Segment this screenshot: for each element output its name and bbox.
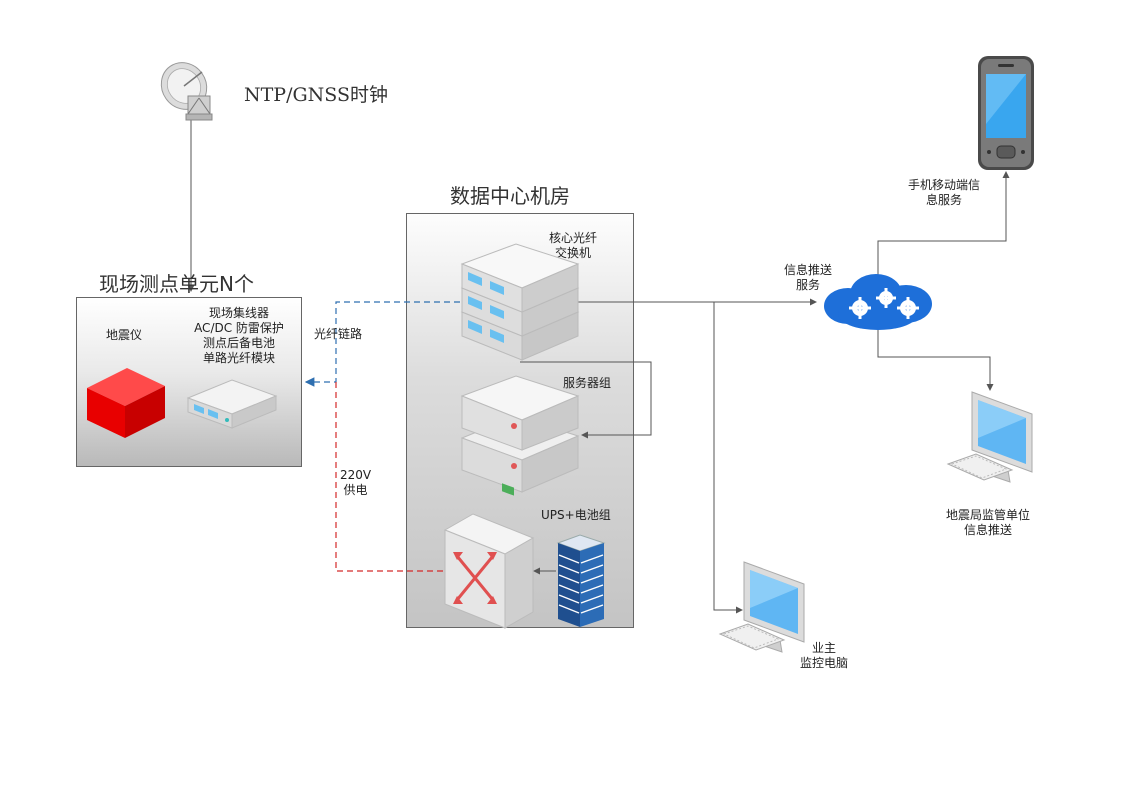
monitor-icon bbox=[946, 391, 1033, 483]
smartphone-icon bbox=[978, 56, 1034, 170]
mobile-label: 手机移动端信 息服务 bbox=[908, 178, 981, 207]
power-link bbox=[335, 382, 448, 572]
satellite-dish-icon bbox=[160, 62, 213, 121]
concentrator-label: 现场集线器 AC/DC 防雷保护 测点后备电池 单路光纤模块 bbox=[194, 306, 284, 365]
core-switch-icon bbox=[460, 243, 580, 361]
owner-label: 业主 监控电脑 bbox=[800, 641, 849, 670]
switch-server-link bbox=[520, 361, 652, 439]
ntp-label: NTP/GNSS时钟 bbox=[244, 84, 388, 106]
cloud-agency-link bbox=[877, 330, 994, 391]
monitor-icon bbox=[718, 561, 805, 653]
power-link-label: 220V 供电 bbox=[340, 468, 372, 497]
ups-icon bbox=[443, 513, 535, 629]
owner-link bbox=[713, 302, 743, 614]
seismometer-icon bbox=[87, 368, 165, 438]
battery-bank-icon bbox=[556, 534, 606, 627]
cloud-gears-icon bbox=[824, 274, 932, 330]
fiber-link bbox=[304, 301, 470, 387]
server-group-icon bbox=[460, 375, 580, 496]
server-group-label: 服务器组 bbox=[563, 376, 612, 390]
cloud-phone-link bbox=[877, 171, 1010, 275]
concentrator-icon bbox=[186, 379, 278, 429]
ups-label: UPS+电池组 bbox=[541, 508, 611, 522]
seismometer-label: 地震仪 bbox=[106, 328, 143, 342]
site-unit-title: 现场测点单元N个 bbox=[99, 272, 254, 296]
agency-label: 地震局监管单位 信息推送 bbox=[946, 508, 1031, 537]
data-center-title: 数据中心机房 bbox=[450, 184, 570, 208]
fiber-link-label: 光纤链路 bbox=[314, 327, 363, 341]
core-switch-label: 核心光纤 交换机 bbox=[549, 231, 598, 260]
cloud-label: 信息推送 服务 bbox=[784, 263, 833, 292]
